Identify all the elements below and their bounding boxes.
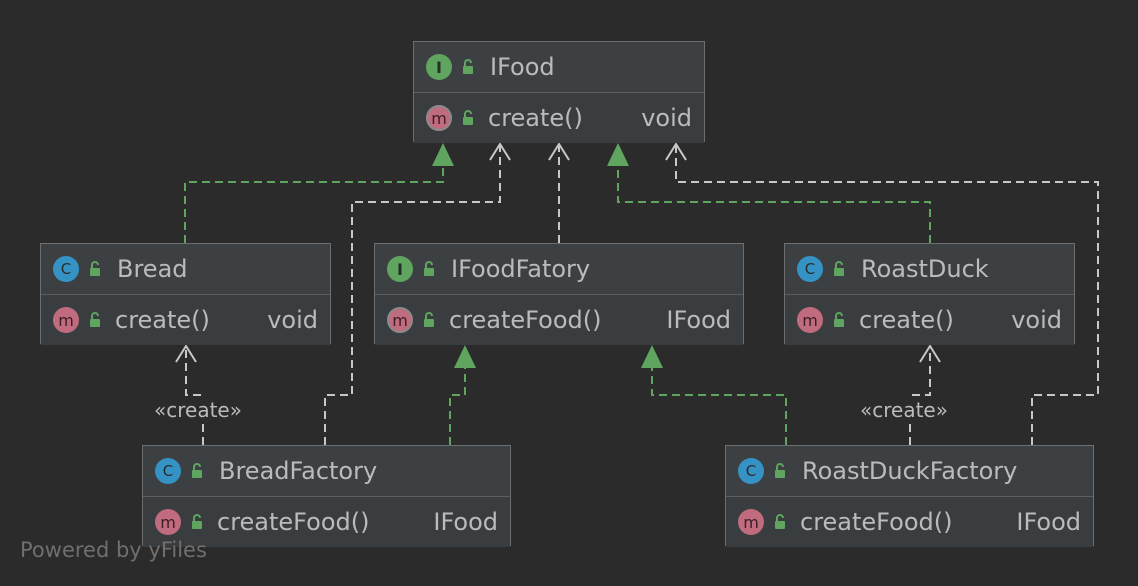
node-roastduck[interactable]: C RoastDuck m create() void xyxy=(784,243,1075,345)
method-icon: m xyxy=(738,509,764,535)
node-ifoodfactory-method-row[interactable]: m createFood() IFood xyxy=(375,295,743,345)
method-return-type: IFood xyxy=(666,306,731,334)
method-icon: m xyxy=(53,307,79,333)
label-create-bread: «create» xyxy=(152,398,244,422)
node-ifoodfactory[interactable]: I IFoodFatory m createFood() IFood xyxy=(374,243,744,345)
node-bread[interactable]: C Bread m create() void xyxy=(40,243,331,345)
class-icon: C xyxy=(155,458,181,484)
public-lock-icon xyxy=(460,58,478,76)
method-name: create() xyxy=(488,104,583,132)
method-name: create() xyxy=(859,306,954,334)
method-icon: m xyxy=(797,307,823,333)
edge-roastduckfactory-realizes-ifoodfactory xyxy=(651,362,787,445)
node-ifood[interactable]: I IFood m create() void xyxy=(413,41,705,143)
public-lock-icon xyxy=(831,311,849,329)
public-lock-icon xyxy=(421,260,439,278)
node-roastduckfactory[interactable]: C RoastDuckFactory m createFood() IFood xyxy=(725,445,1094,547)
node-breadfactory-method-row[interactable]: m createFood() IFood xyxy=(143,497,510,547)
node-ifood-method-row[interactable]: m create() void xyxy=(414,93,704,143)
interface-icon: I xyxy=(387,256,413,282)
interface-icon: I xyxy=(426,54,452,80)
node-breadfactory[interactable]: C BreadFactory m createFood() IFood xyxy=(142,445,511,547)
node-ifood-title: IFood xyxy=(490,53,555,81)
node-roastduckfactory-title: RoastDuckFactory xyxy=(802,457,1018,485)
class-icon: C xyxy=(738,458,764,484)
method-name: createFood() xyxy=(449,306,602,334)
arrowhead-breadfactory-bread xyxy=(175,344,197,363)
method-icon: m xyxy=(155,509,181,535)
node-bread-title: Bread xyxy=(117,255,188,283)
method-return-type: void xyxy=(1011,306,1062,334)
node-breadfactory-title: BreadFactory xyxy=(219,457,378,485)
node-ifoodfactory-title: IFoodFatory xyxy=(451,255,591,283)
node-bread-header: C Bread xyxy=(41,244,330,295)
node-roastduckfactory-method-row[interactable]: m createFood() IFood xyxy=(726,497,1093,547)
public-lock-icon xyxy=(87,260,105,278)
arrowhead-roastduckfactory-ifood xyxy=(665,142,687,161)
public-lock-icon xyxy=(460,109,478,127)
arrowhead-bread-ifood xyxy=(432,143,454,166)
arrowhead-breadfactory-ifoodfactory xyxy=(454,345,476,368)
method-return-type: IFood xyxy=(1016,508,1081,536)
method-return-type: IFood xyxy=(433,508,498,536)
public-lock-icon xyxy=(189,462,207,480)
class-icon: C xyxy=(53,256,79,282)
edge-roastduck-realizes-ifood xyxy=(617,160,931,243)
arrowhead-breadfactory-ifood xyxy=(489,142,511,161)
node-ifood-header: I IFood xyxy=(414,42,704,93)
edge-breadfactory-depends-ifood xyxy=(324,146,501,445)
arrowhead-ifoodfactory-ifood xyxy=(548,142,570,161)
public-lock-icon xyxy=(772,513,790,531)
abstract-method-icon: m xyxy=(387,307,413,333)
method-name: createFood() xyxy=(800,508,953,536)
label-create-roastduck: «create» xyxy=(858,398,950,422)
edge-bread-realizes-ifood xyxy=(184,160,444,243)
arrowhead-roastduckfactory-roastduck xyxy=(919,344,941,363)
public-lock-icon xyxy=(87,311,105,329)
node-bread-method-row[interactable]: m create() void xyxy=(41,295,330,345)
method-return-type: void xyxy=(641,104,692,132)
edge-roastduckfactory-depends-ifood xyxy=(675,146,1099,445)
node-roastduckfactory-header: C RoastDuckFactory xyxy=(726,446,1093,497)
public-lock-icon xyxy=(189,513,207,531)
node-roastduck-header: C RoastDuck xyxy=(785,244,1074,295)
powered-by-watermark: Powered by yFiles xyxy=(20,538,207,562)
arrowhead-roastduck-ifood xyxy=(607,143,629,166)
node-roastduck-title: RoastDuck xyxy=(861,255,989,283)
method-name: create() xyxy=(115,306,210,334)
node-breadfactory-header: C BreadFactory xyxy=(143,446,510,497)
method-return-type: void xyxy=(267,306,318,334)
public-lock-icon xyxy=(421,311,439,329)
edge-roastduckfactory-creates-roastduck xyxy=(909,346,931,445)
node-roastduck-method-row[interactable]: m create() void xyxy=(785,295,1074,345)
public-lock-icon xyxy=(772,462,790,480)
arrowhead-roastduckfactory-ifoodfactory xyxy=(641,345,663,368)
edge-breadfactory-realizes-ifoodfactory xyxy=(449,362,466,445)
abstract-method-icon: m xyxy=(426,105,452,131)
edge-breadfactory-creates-bread xyxy=(185,346,204,445)
method-name: createFood() xyxy=(217,508,370,536)
class-icon: C xyxy=(797,256,823,282)
node-ifoodfactory-header: I IFoodFatory xyxy=(375,244,743,295)
public-lock-icon xyxy=(831,260,849,278)
